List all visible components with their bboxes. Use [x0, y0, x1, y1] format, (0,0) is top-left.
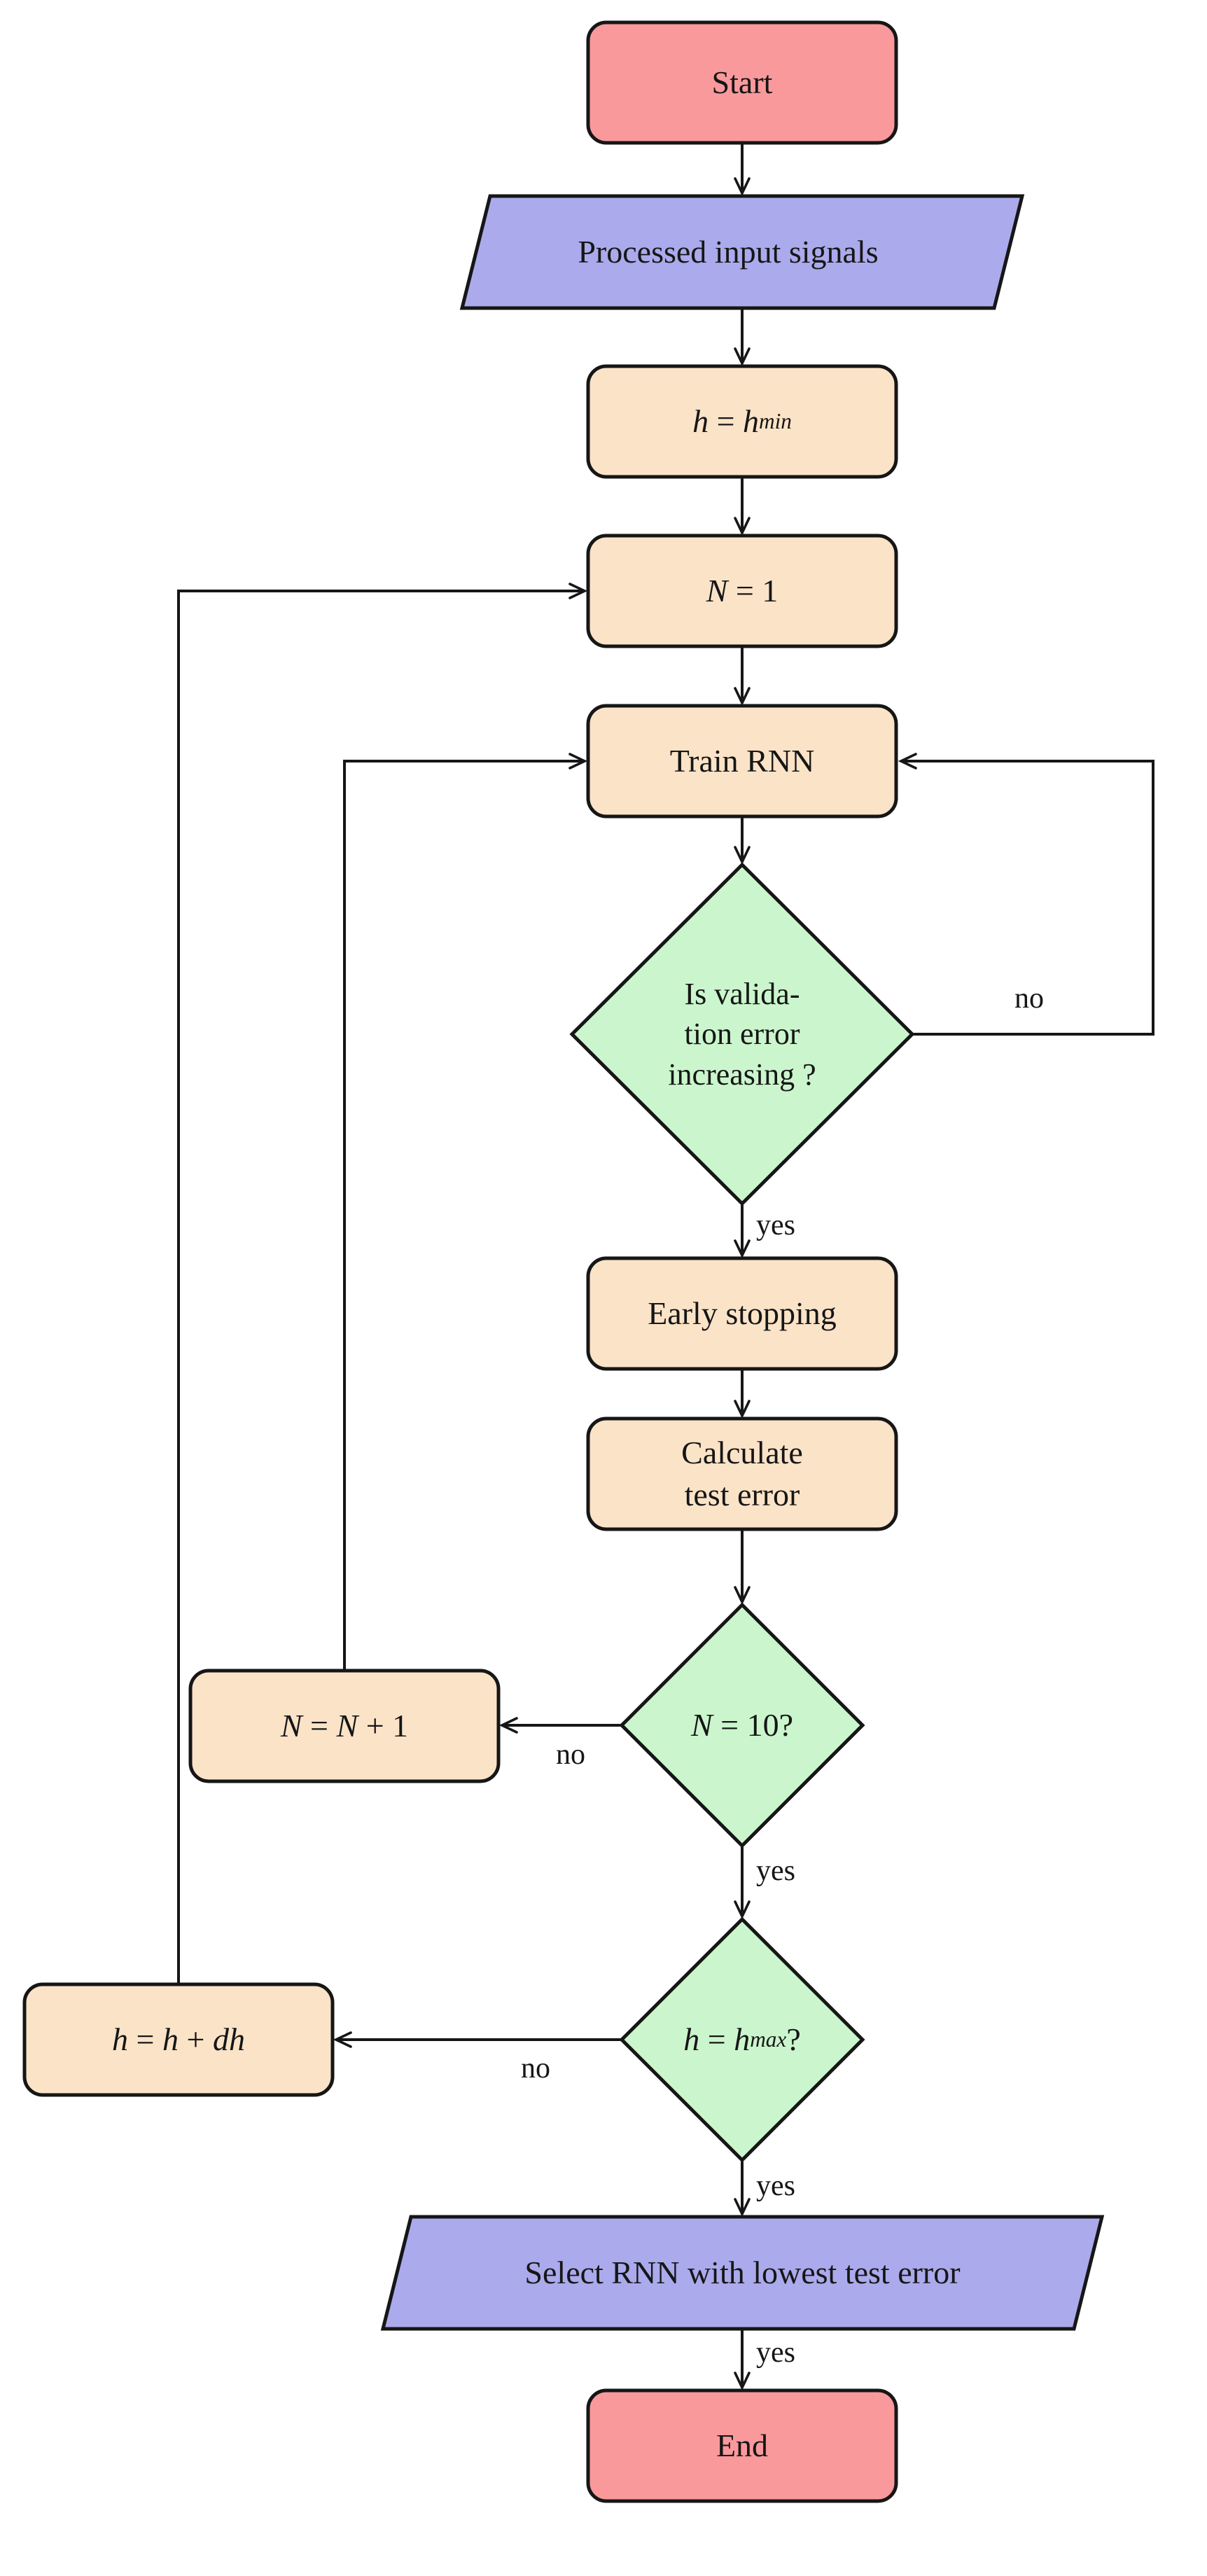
n-equals-10-decision-shape	[619, 1602, 865, 1849]
edge-d1-train-no-loop	[898, 753, 1154, 1036]
edge-label-d1-yes: yes	[756, 1209, 795, 1241]
edge-label-d3-no: no	[521, 2052, 550, 2084]
calc-test-error-node-shape	[586, 1416, 898, 1531]
h-increment-node-shape	[22, 1982, 335, 2097]
edge-label-d3-yes: yes	[756, 2169, 795, 2202]
early-stopping-node-label: Early stopping	[648, 1295, 837, 1332]
edge-label-d1-no: no	[1014, 982, 1044, 1015]
select-node-shape	[380, 2215, 1105, 2331]
h-max-decision-shape	[619, 1916, 865, 2163]
n-increment-node-shape	[188, 1669, 501, 1783]
edge-label-d2-no: no	[556, 1738, 585, 1771]
validation-decision-shape	[569, 862, 915, 1206]
n-increment-node-label: N = N + 1	[280, 1708, 409, 1744]
edge-label-d2-yes: yes	[756, 1854, 795, 1887]
edge-label-select-yes: yes	[756, 2336, 795, 2369]
train-node-label: Train RNN	[669, 743, 815, 779]
n-equals-10-decision-label: N = 10?	[690, 1707, 794, 1743]
input-node-label: Processed input signals	[578, 234, 879, 270]
start-node-shape	[586, 20, 898, 145]
n-init-node-shape	[586, 534, 898, 648]
edge-hinc-ninit-loop	[177, 583, 588, 1984]
train-node-shape	[586, 704, 898, 819]
start-node-label: Start	[711, 64, 773, 101]
h-increment-node-label: h = h + dh	[112, 2021, 245, 2058]
end-node-label: End	[716, 2428, 769, 2464]
input-node-shape	[459, 194, 1025, 310]
select-node-label: Select RNN with lowest test error	[524, 2255, 961, 2291]
edge-ninc-train-loop	[343, 753, 588, 1671]
n-init-node-label: N = 1	[706, 573, 779, 609]
h-init-node-shape	[586, 364, 898, 479]
early-stopping-node-shape	[586, 1256, 898, 1371]
end-node-shape	[586, 2388, 898, 2503]
